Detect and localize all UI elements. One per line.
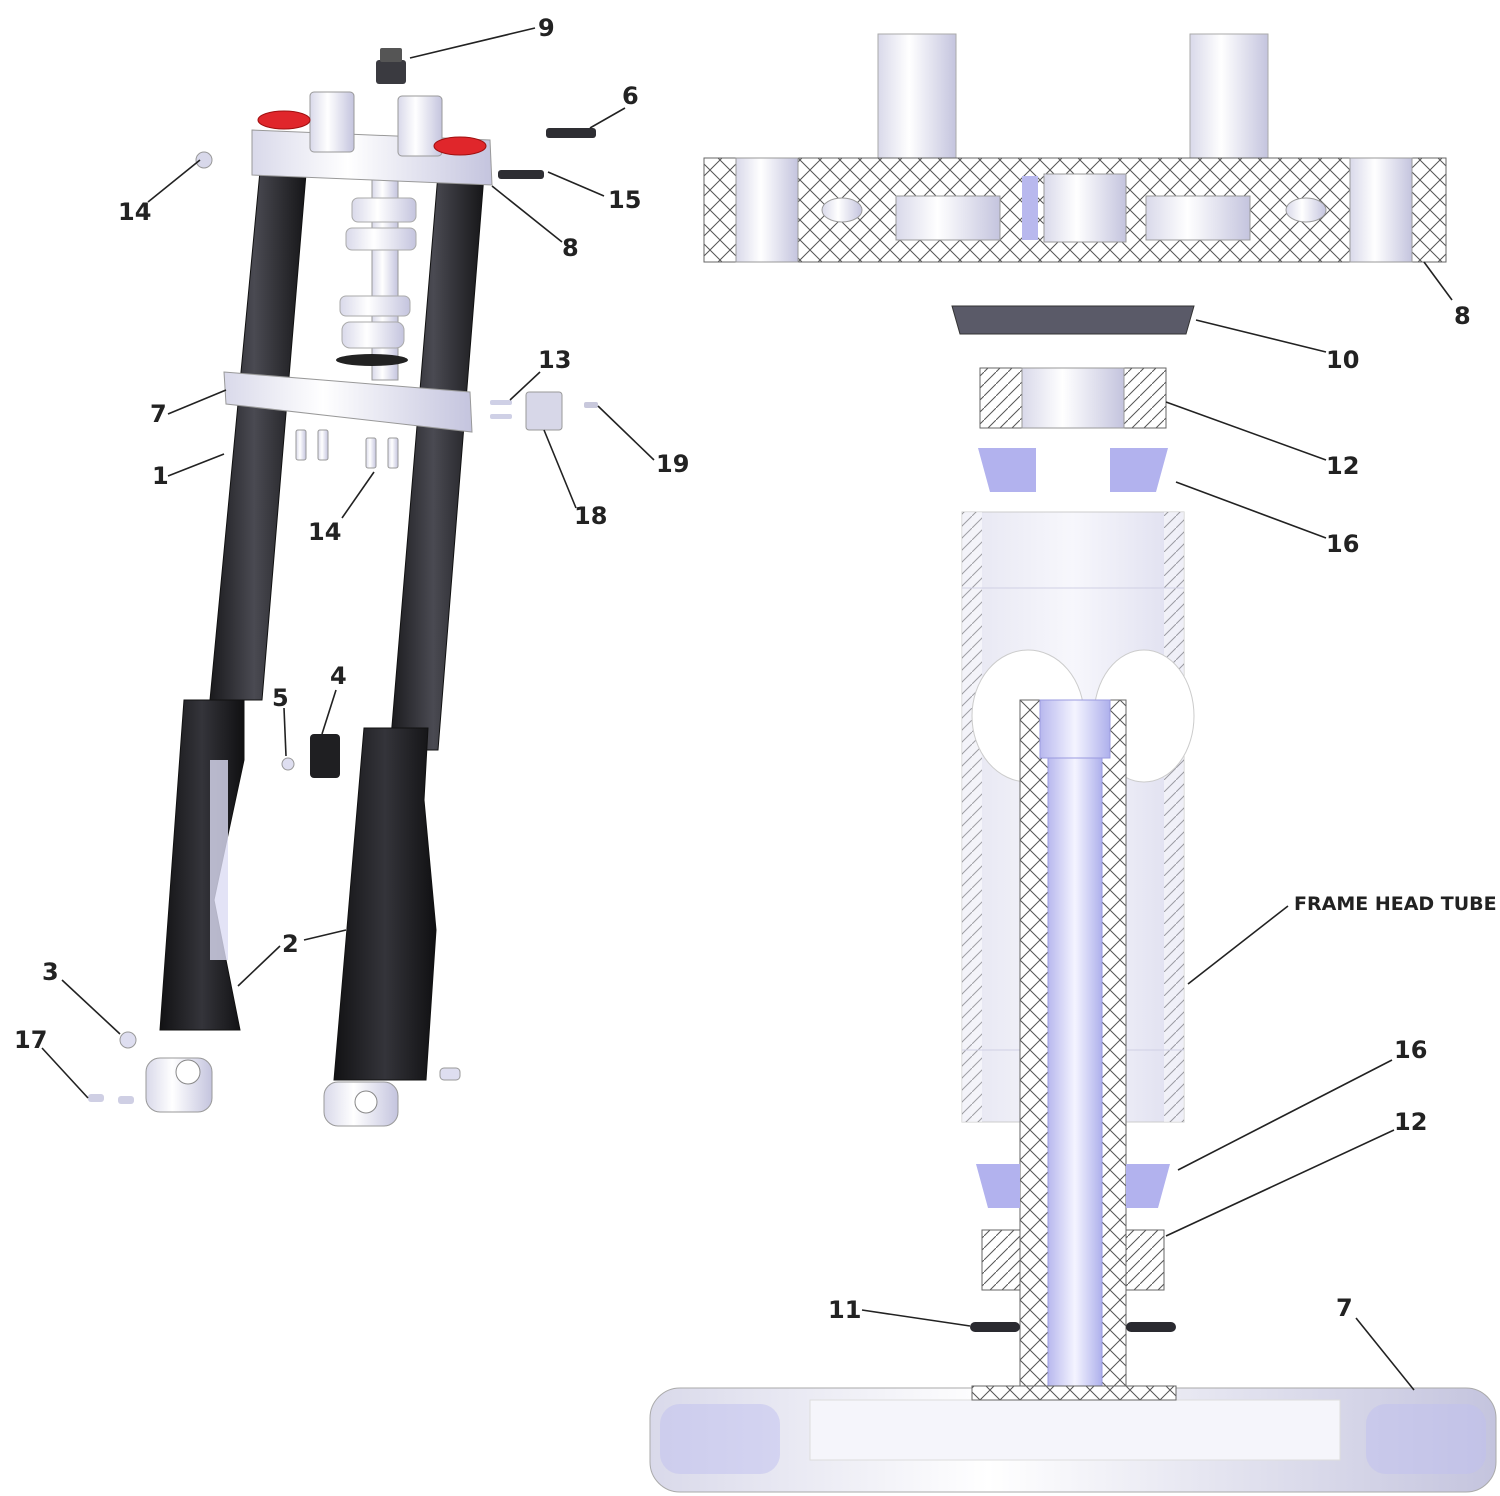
callout-14-lower: 14 [308, 518, 341, 546]
upper-bearing [979, 367, 1167, 429]
callout-3: 3 [42, 958, 59, 986]
lower-triple-clamp [223, 371, 512, 433]
left-leader-lines [41, 27, 655, 1099]
axle-pinch-screw-b [118, 1096, 134, 1104]
upper-bolt-washer [195, 151, 213, 169]
lower-clamp-section [649, 1385, 1497, 1493]
stem-seal [336, 354, 408, 366]
callout-4: 4 [330, 662, 347, 690]
stem-bearing-upper [351, 197, 417, 223]
brake-line-bracket [525, 391, 563, 431]
dust-seal [951, 305, 1195, 335]
callout-labels: 9 6 14 15 8 13 7 19 1 18 14 4 5 2 3 17 8… [14, 14, 1497, 1324]
callout-18: 18 [574, 502, 607, 530]
right-axle-bolt [439, 1067, 461, 1081]
right-axle-lug [323, 1081, 399, 1127]
callout-8-right: 8 [1454, 302, 1471, 330]
callout-1: 1 [152, 462, 169, 490]
stem-nut [376, 48, 406, 84]
fork-assembly [88, 48, 598, 1127]
callout-6: 6 [622, 82, 639, 110]
right-fork-cap [433, 136, 487, 156]
callout-8-left: 8 [562, 234, 579, 262]
callout-14-upper: 14 [118, 198, 151, 226]
left-fork-tube [209, 149, 309, 701]
callout-16-lower: 16 [1394, 1036, 1427, 1064]
pinch-bolt [498, 170, 544, 179]
stem-race-upper [345, 227, 417, 251]
callout-11: 11 [828, 1296, 861, 1324]
cross-section [649, 33, 1497, 1493]
left-fork-cap [257, 110, 311, 130]
hose-guide-screw [281, 757, 295, 771]
right-leader-lines [861, 261, 1453, 1391]
upper-clamp-tower-right [1189, 33, 1269, 159]
callout-19: 19 [656, 450, 689, 478]
left-axle-lug [145, 1057, 213, 1113]
hose-guide [310, 734, 340, 778]
callout-7-left: 7 [150, 400, 167, 428]
callout-13: 13 [538, 346, 571, 374]
stem-o-ring-right [1126, 1322, 1176, 1332]
stem-bearing-lower [341, 321, 405, 349]
callout-15: 15 [608, 186, 641, 214]
upper-triple-clamp [251, 91, 493, 186]
right-fork-leg [333, 727, 437, 1081]
left-fork-guard-shine [210, 760, 228, 960]
stem-race-lower [339, 295, 411, 317]
upper-clamp-section [703, 157, 1447, 263]
callout-5: 5 [272, 684, 289, 712]
top-bolt [546, 128, 596, 138]
lower-bearing [981, 1229, 1165, 1291]
lower-race [976, 1164, 1170, 1208]
bracket-screw [584, 402, 598, 408]
clamp-bolts [295, 429, 399, 469]
callout-7-right: 7 [1336, 1294, 1353, 1322]
callout-16-upper: 16 [1326, 530, 1359, 558]
axle-pinch-bolt [119, 1031, 137, 1049]
axle-pinch-screw-a [88, 1094, 104, 1102]
callout-12-lower: 12 [1394, 1108, 1427, 1136]
stem-o-ring-left [970, 1322, 1020, 1332]
frame-head-tube-label: FRAME HEAD TUBE [1294, 893, 1497, 915]
callout-12-upper: 12 [1326, 452, 1359, 480]
left-fork-leg [159, 699, 245, 1031]
upper-clamp-tower-left [877, 33, 957, 159]
callout-2: 2 [282, 930, 299, 958]
callout-17: 17 [14, 1026, 47, 1054]
steering-stem-section [1019, 699, 1127, 1389]
upper-race [978, 448, 1168, 492]
callout-9: 9 [538, 14, 555, 42]
callout-10: 10 [1326, 346, 1359, 374]
